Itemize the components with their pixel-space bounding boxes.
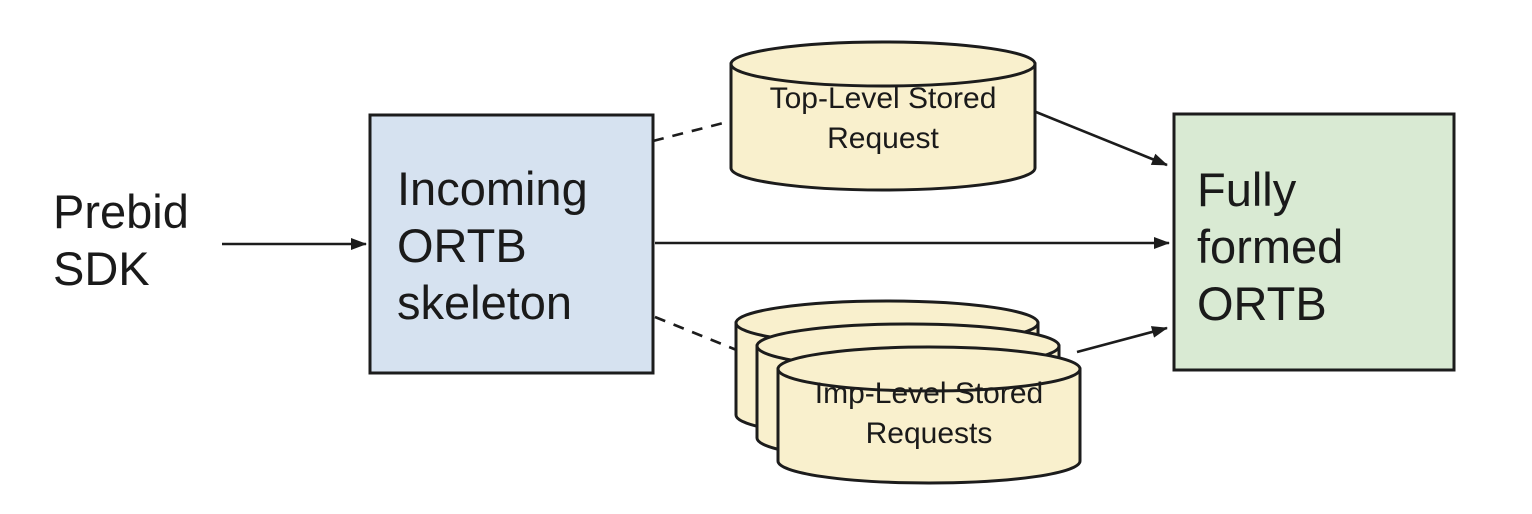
stack-cylinder-front [776, 345, 1082, 485]
top-level-stored-label: Top-Level Stored Request [769, 82, 997, 155]
edge-incoming-to-imp-stored [654, 315, 740, 353]
cylinder-body [776, 367, 1082, 485]
imp-level-stored-cylinder-stack [734, 299, 1082, 485]
fully-formed-ortb-label: Fully formed ORTB [1197, 163, 1344, 330]
prebid-sdk-label: Prebid SDK [53, 185, 189, 295]
cylinder-body [729, 62, 1037, 192]
edge-incoming-to-top-stored [652, 119, 732, 143]
top-level-stored-cylinder [729, 40, 1037, 192]
imp-level-stored-label: Imp-Level Stored Requests [814, 377, 1044, 450]
edge-imp-stored-to-fully-formed [1076, 326, 1168, 354]
cylinder-top [776, 345, 1082, 393]
fully-formed-ortb-box [1172, 112, 1456, 372]
incoming-ortb-label: Incoming ORTB skeleton [397, 162, 588, 329]
cylinder-top [729, 40, 1037, 88]
incoming-ortb-box [368, 113, 655, 375]
edge-top-stored-to-fully-formed [1035, 110, 1168, 167]
